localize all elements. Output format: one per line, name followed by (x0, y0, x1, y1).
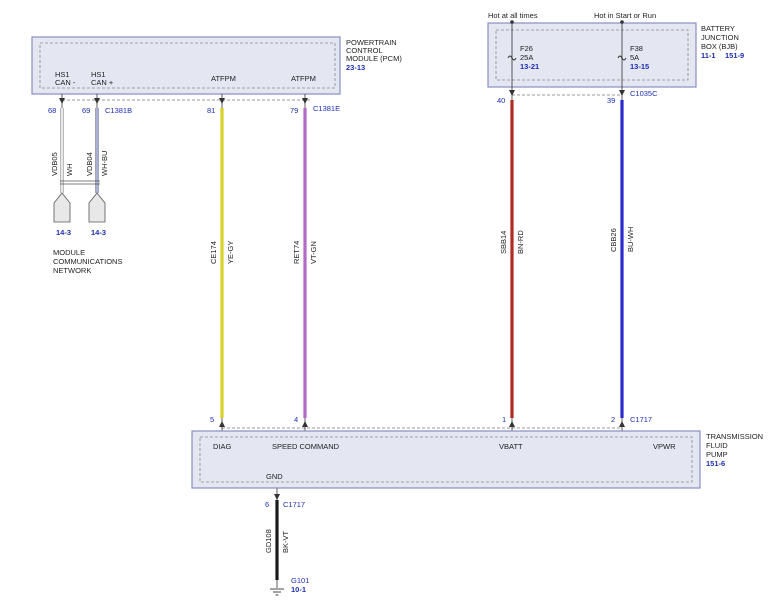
connector-c1717-bottom: C1717 (283, 500, 305, 509)
pin-pcm-can-plus: 69 (82, 106, 90, 115)
pcm-name-line-3: MODULE (PCM) (346, 54, 402, 63)
network-label-line-3: NETWORK (53, 266, 91, 275)
pcm-module (31, 36, 341, 95)
network-label-line-1: MODULE (53, 248, 85, 257)
bjb-name-line-1: BATTERY (701, 24, 735, 33)
pump-name-line-3: PUMP (706, 450, 728, 459)
pcm-name-line-1: POWERTRAIN (346, 38, 397, 47)
connector-c1381b: C1381B (105, 106, 132, 115)
pin-pcm-can-minus: 68 (48, 106, 56, 115)
connector-c1381e: C1381E (313, 104, 340, 113)
pcm-ref[interactable]: 23-13 (346, 63, 365, 72)
wire-label-vdb05-color: WH (65, 164, 74, 177)
fuse-f38-ref[interactable]: 13-15 (630, 62, 649, 71)
pump-ref[interactable]: 151-6 (706, 459, 725, 468)
bjb-name-line-3: BOX (BJB) (701, 42, 738, 51)
wire-vdb05[interactable] (60, 94, 64, 193)
wire-label-ret74-color: VT-GN (309, 241, 318, 264)
pin-pump-vbatt: 1 (502, 415, 506, 424)
pin-pump-gnd: 6 (265, 500, 269, 509)
wire-label-cbb26-circuit: CBB26 (609, 228, 618, 252)
fuse-f26-ref[interactable]: 13-21 (520, 62, 539, 71)
wire-label-sbb14-color: BN-RD (516, 230, 525, 254)
ground-icon (270, 588, 284, 596)
transmission-fluid-pump (191, 430, 701, 489)
pump-name-line-2: FLUID (706, 441, 728, 450)
ground-ref[interactable]: 10-1 (291, 585, 306, 594)
pin-pcm-atfpm-1: 81 (207, 106, 215, 115)
fuse-f26-id: F26 (520, 44, 533, 53)
network-shield-icon-2 (88, 192, 106, 223)
pcm-pin-label-atfpm-1: ATFPM (211, 74, 236, 83)
ground-id: G101 (291, 576, 309, 585)
bjb-name-line-2: JUNCTION (701, 33, 739, 42)
connector-c1717-top: C1717 (630, 415, 652, 424)
fuse-f38-id: F38 (630, 44, 643, 53)
pin-bjb-f26: 40 (497, 96, 505, 105)
pcm-pin-label-can-plus-1: HS1 (91, 70, 106, 79)
wire-label-vdb05-circuit: VDB05 (50, 152, 59, 176)
fuse-f38-rating: 5A (630, 53, 639, 62)
pin-pump-speed: 4 (294, 415, 298, 424)
wire-label-gd108-circuit: GD108 (264, 529, 273, 553)
pcm-pin-label-can-plus-2: CAN + (91, 78, 114, 87)
supply-label-hot-in-start-or-run: Hot in Start or Run (594, 11, 656, 20)
wire-vdb04[interactable] (95, 94, 99, 193)
pump-pin-label-vpwr: VPWR (653, 442, 676, 451)
pin-pcm-atfpm-2: 79 (290, 106, 298, 115)
battery-junction-box: F26 25A 13-21 F38 5A 13-15 (487, 20, 697, 88)
wire-label-vdb04-circuit: VDB04 (85, 152, 94, 176)
pin-pump-vpwr: 2 (611, 415, 615, 424)
pump-pin-label-speed-command: SPEED COMMAND (272, 442, 340, 451)
bjb-ref-a[interactable]: 11-1 (701, 51, 716, 60)
network-shield-icon-1 (53, 192, 71, 223)
pin-bjb-f38: 39 (607, 96, 615, 105)
pcm-pin-label-atfpm-2: ATFPM (291, 74, 316, 83)
pump-pin-label-vbatt: VBATT (499, 442, 523, 451)
fuse-f38-icon (617, 55, 627, 61)
wire-label-ret74-circuit: RET74 (292, 241, 301, 264)
network-ref-2[interactable]: 14-3 (91, 228, 106, 237)
wire-label-vdb04-color: WH-BU (100, 151, 109, 176)
pump-pin-label-diag: DIAG (213, 442, 232, 451)
fuse-f26-icon (507, 55, 517, 61)
wire-label-cbb26-color: BU-WH (626, 227, 635, 252)
pin-pump-diag: 5 (210, 415, 214, 424)
network-label-line-2: COMMUNICATIONS (53, 257, 122, 266)
connector-c1035c: C1035C (630, 89, 658, 98)
network-ref-1[interactable]: 14-3 (56, 228, 71, 237)
bjb-ref-b[interactable]: 151-9 (725, 51, 744, 60)
pcm-pin-label-can-minus-1: HS1 (55, 70, 70, 79)
wire-label-ce174-circuit: CE174 (209, 241, 218, 264)
wire-label-gd108-color: BK-VT (281, 530, 290, 553)
pcm-pin-label-can-minus-2: CAN - (55, 78, 76, 87)
supply-label-hot-at-all-times: Hot at all times (488, 11, 538, 20)
fuse-f26-rating: 25A (520, 53, 533, 62)
connector-arrows (59, 90, 625, 500)
pcm-name-line-2: CONTROL (346, 46, 383, 55)
wire-label-ce174-color: YE-GY (226, 241, 235, 264)
pump-name-line-1: TRANSMISSION (706, 432, 763, 441)
pump-pin-label-gnd: GND (266, 472, 283, 481)
wire-label-sbb14-circuit: SBB14 (499, 231, 508, 254)
